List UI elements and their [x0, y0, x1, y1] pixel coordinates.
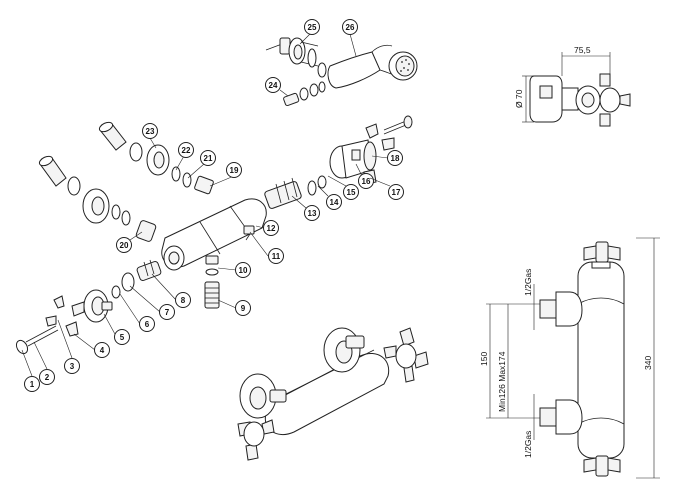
callout-14: 14 [317, 185, 342, 210]
callout-25: 25 [299, 19, 320, 45]
callout-10: 10 [217, 262, 251, 278]
svg-text:8: 8 [181, 296, 186, 305]
callout-24: 24 [265, 77, 289, 97]
svg-text:23: 23 [146, 127, 155, 136]
svg-text:5: 5 [120, 333, 125, 342]
callout-17: 17 [369, 177, 404, 200]
callout-15: 15 [327, 175, 359, 200]
dim-width-top: 75,5 [574, 45, 591, 55]
front-view-drawing [486, 237, 660, 479]
callouts: 1 2 3 4 5 6 7 8 9 10 11 12 13 14 15 16 1… [21, 19, 404, 392]
callout-23: 23 [142, 123, 158, 149]
svg-text:25: 25 [308, 23, 317, 32]
dim-overall-height: 340 [643, 356, 653, 370]
callout-4: 4 [73, 333, 110, 358]
dim-inlet-bottom: 1/2Gas [523, 431, 533, 458]
svg-text:18: 18 [391, 154, 400, 163]
svg-text:15: 15 [347, 188, 356, 197]
callout-6: 6 [119, 293, 155, 332]
svg-text:6: 6 [145, 320, 150, 329]
svg-text:22: 22 [182, 146, 191, 155]
svg-text:10: 10 [239, 266, 248, 275]
left-handle-parts [15, 259, 162, 355]
dim-centers: 150 [479, 352, 489, 366]
dim-inlet-top: 1/2Gas [523, 269, 533, 296]
svg-text:2: 2 [45, 373, 50, 382]
svg-text:24: 24 [269, 81, 278, 90]
svg-text:20: 20 [120, 241, 129, 250]
svg-text:26: 26 [346, 23, 355, 32]
callout-7: 7 [129, 285, 175, 320]
mixer-body-exploded [161, 115, 413, 271]
svg-text:14: 14 [330, 198, 339, 207]
callout-18: 18 [371, 150, 403, 166]
svg-text:12: 12 [267, 224, 276, 233]
callout-3: 3 [57, 319, 80, 374]
svg-text:4: 4 [100, 346, 105, 355]
svg-text:16: 16 [362, 177, 371, 186]
callout-21: 21 [187, 150, 216, 179]
svg-text:13: 13 [308, 209, 317, 218]
callout-1: 1 [21, 349, 40, 392]
svg-text:19: 19 [230, 166, 239, 175]
callout-9: 9 [217, 299, 251, 316]
dim-diameter: Ø 70 [514, 89, 524, 108]
callout-2: 2 [33, 341, 55, 385]
callout-12: 12 [255, 220, 279, 236]
callout-16: 16 [355, 163, 374, 189]
callout-22: 22 [175, 142, 194, 171]
svg-text:17: 17 [392, 188, 401, 197]
assembled-mixer-view [237, 327, 429, 461]
outlet-parts [204, 255, 220, 309]
callout-8: 8 [151, 273, 191, 308]
svg-text:1: 1 [30, 380, 35, 389]
callout-19: 19 [209, 162, 242, 187]
callout-20: 20 [116, 231, 143, 253]
svg-text:3: 3 [70, 362, 75, 371]
shower-head-assembly [265, 37, 418, 107]
left-inlet-parts [38, 121, 214, 242]
top-view-drawing [522, 52, 631, 127]
callout-11: 11 [249, 231, 284, 264]
svg-text:9: 9 [241, 304, 246, 313]
callout-5: 5 [103, 313, 130, 345]
callout-13: 13 [291, 195, 320, 221]
svg-text:11: 11 [272, 252, 281, 261]
svg-text:7: 7 [165, 308, 170, 317]
dim-adjust-range: Min126 Max174 [497, 351, 507, 412]
callout-26: 26 [342, 19, 358, 57]
svg-text:21: 21 [204, 154, 213, 163]
